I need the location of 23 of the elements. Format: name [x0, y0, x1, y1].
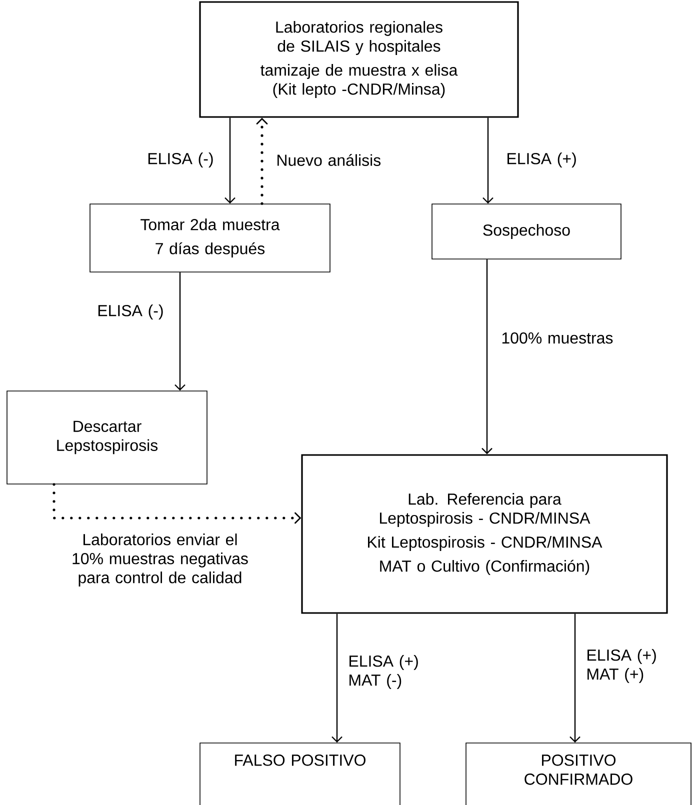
process-box: FALSO POSITIVO [200, 742, 400, 805]
process-box: Lab. Referencia para Leptospirosis - CNDR/MINSA Kit Leptospirosis - CNDR/MINSA MAT o Cultivo (Confirmación) [301, 454, 668, 614]
process-box: Tomar 2da muestra 7 días después [90, 204, 330, 272]
edge-label: Laboratorios enviar el 10% muestras negativas para control de calidad [72, 534, 248, 586]
edge-label: ELISA (+) [508, 152, 576, 168]
arrow [482, 118, 494, 204]
arrow [256, 118, 268, 205]
edge-label: ELISA (-) [98, 304, 163, 320]
arrow [332, 614, 342, 743]
edge-label: Nuevo análisis [278, 154, 381, 166]
arrow [570, 614, 580, 743]
arrow [174, 272, 186, 391]
process-box: Laboratorios regionales de SILAIS y hospitales tamizaje de muestra x elisa (Kit lepto -CNDR/Minsa) [199, 1, 519, 118]
edge-label: 100% muestras [502, 332, 613, 344]
process-box: Sospechoso [432, 204, 622, 260]
process-box: Descartar Lepstospirosis [6, 390, 208, 484]
arrow [52, 483, 302, 524]
edge-label: ELISA (+) MAT (+) [588, 649, 656, 683]
edge-label: ELISA (-) [148, 152, 213, 168]
arrow [482, 259, 492, 454]
process-box: POSITIVO CONFIRMADO [466, 742, 692, 805]
arrow [224, 118, 236, 204]
edge-label: ELISA (+) MAT (-) [350, 655, 418, 689]
